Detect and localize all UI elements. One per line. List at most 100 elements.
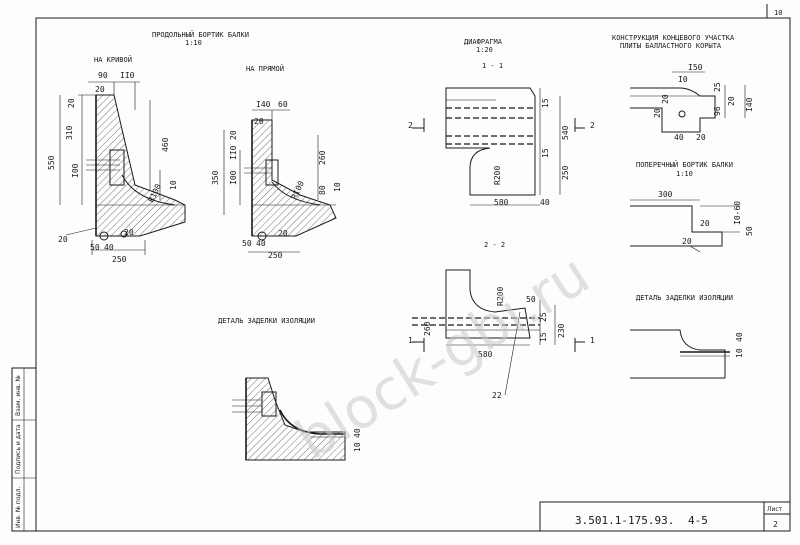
svg-text:260: 260: [423, 321, 432, 336]
svg-text:25: 25: [539, 312, 548, 322]
svg-text:20: 20: [95, 85, 105, 94]
title-insulation-right: ДЕТАЛЬ ЗАДЕЛКИ ИЗОЛЯЦИИ: [636, 294, 733, 302]
transverse-curb-drawing: [630, 199, 740, 253]
watermark: block-gbi.ru: [285, 242, 601, 473]
svg-text:22: 22: [492, 391, 502, 400]
svg-text:20: 20: [653, 108, 662, 118]
svg-text:20: 20: [67, 98, 76, 108]
svg-text:40: 40: [674, 133, 684, 142]
svg-text:10: 10: [735, 348, 744, 358]
svg-text:15: 15: [541, 98, 550, 108]
svg-text:2: 2: [590, 121, 595, 130]
svg-text:I0: I0: [678, 75, 688, 84]
corner-sheet-number: 10: [774, 9, 782, 17]
svg-text:40: 40: [104, 243, 114, 252]
curb-on-straight-drawing: [223, 109, 337, 253]
diaphragm-section-2-2: [412, 269, 585, 396]
svg-text:250: 250: [112, 255, 127, 264]
svg-text:10: 10: [169, 180, 178, 190]
svg-text:40: 40: [353, 428, 362, 438]
title-section-2: 2 - 2: [484, 241, 505, 249]
svg-text:300: 300: [658, 190, 673, 199]
margin-stamp: [11, 367, 37, 532]
stamp-field-1: Инв. № подл.: [15, 487, 22, 528]
insulation-detail-right: [630, 329, 730, 379]
svg-text:540: 540: [561, 125, 570, 140]
svg-text:I40: I40: [256, 100, 271, 109]
svg-text:I0-60: I0-60: [733, 201, 742, 225]
sheet-number: 2: [773, 520, 778, 529]
title-insulation-left: ДЕТАЛЬ ЗАДЕЛКИ ИЗОЛЯЦИИ: [218, 317, 315, 325]
svg-text:580: 580: [494, 198, 509, 207]
stamp-field-2: Подпись и дата: [15, 424, 22, 474]
svg-text:I50: I50: [688, 63, 703, 72]
svg-text:550: 550: [47, 155, 56, 170]
svg-text:1: 1: [590, 336, 595, 345]
svg-text:40: 40: [735, 332, 744, 342]
svg-text:20: 20: [58, 235, 68, 244]
svg-text:II0: II0: [229, 145, 238, 160]
svg-text:50: 50: [90, 243, 100, 252]
svg-text:20: 20: [727, 96, 736, 106]
svg-text:10: 10: [333, 182, 342, 192]
svg-text:I00: I00: [229, 170, 238, 185]
sheet-frame: [35, 17, 791, 532]
title-transverse-scale: 1:10: [676, 170, 693, 178]
end-section-drawing: [630, 71, 746, 133]
title-diaphragm: ДИАФРАГМА: [464, 38, 503, 46]
svg-text:250: 250: [268, 251, 283, 260]
svg-text:50: 50: [526, 295, 536, 304]
svg-text:20: 20: [278, 229, 288, 238]
svg-text:260: 260: [318, 150, 327, 165]
svg-text:25: 25: [713, 82, 722, 92]
svg-text:20: 20: [700, 219, 710, 228]
svg-text:350: 350: [211, 170, 220, 185]
sheet-label: Лист: [767, 506, 783, 513]
diaphragm-section-1-1: [412, 87, 585, 206]
svg-text:20: 20: [124, 228, 134, 237]
curb-on-curve-drawing: [59, 81, 186, 255]
stamp-field-3: Взам. инв. №: [15, 375, 22, 416]
title-end-section-2: ПЛИТЫ БАЛЛАСТНОГО КОРЫТА: [620, 42, 722, 50]
svg-text:15: 15: [541, 148, 550, 158]
svg-text:80: 80: [318, 185, 327, 195]
svg-text:II0: II0: [120, 71, 135, 80]
svg-text:20: 20: [661, 94, 670, 104]
svg-text:1: 1: [408, 336, 413, 345]
svg-text:580: 580: [478, 350, 493, 359]
svg-text:20: 20: [254, 117, 264, 126]
svg-text:10: 10: [353, 442, 362, 452]
svg-text:15: 15: [539, 332, 548, 342]
svg-text:40: 40: [540, 198, 550, 207]
svg-text:20: 20: [229, 130, 238, 140]
svg-text:96: 96: [713, 106, 722, 116]
svg-text:R200: R200: [493, 166, 502, 185]
svg-text:20: 20: [682, 237, 692, 246]
svg-text:460: 460: [161, 137, 170, 152]
svg-text:I40: I40: [745, 97, 754, 112]
svg-text:40: 40: [256, 239, 266, 248]
title-diaphragm-scale: 1:20: [476, 46, 493, 54]
svg-text:R200: R200: [496, 287, 505, 306]
drawing-code: 3.501.1-175.93.: [575, 514, 674, 527]
title-on-straight: НА ПРЯМОЙ: [246, 64, 284, 73]
svg-text:50: 50: [242, 239, 252, 248]
title-longitudinal-scale: 1:10: [185, 39, 202, 47]
svg-text:250: 250: [561, 165, 570, 180]
svg-text:I00: I00: [71, 163, 80, 178]
svg-text:60: 60: [278, 100, 288, 109]
insulation-detail-left: [232, 377, 346, 461]
svg-text:90: 90: [98, 71, 108, 80]
svg-text:310: 310: [65, 125, 74, 140]
svg-text:230: 230: [557, 323, 566, 338]
title-end-section-1: КОНСТРУКЦИЯ КОНЦЕВОГО УЧАСТКА: [612, 34, 735, 42]
title-longitudinal: ПРОДОЛЬНЫЙ БОРТИК БАЛКИ: [152, 30, 249, 39]
svg-text:2: 2: [408, 121, 413, 130]
svg-text:20: 20: [696, 133, 706, 142]
svg-text:50: 50: [745, 226, 754, 236]
title-on-curve: НА КРИВОЙ: [94, 55, 132, 64]
sheet-reference: 4-5: [688, 514, 708, 527]
title-section-1: 1 - 1: [482, 62, 503, 70]
